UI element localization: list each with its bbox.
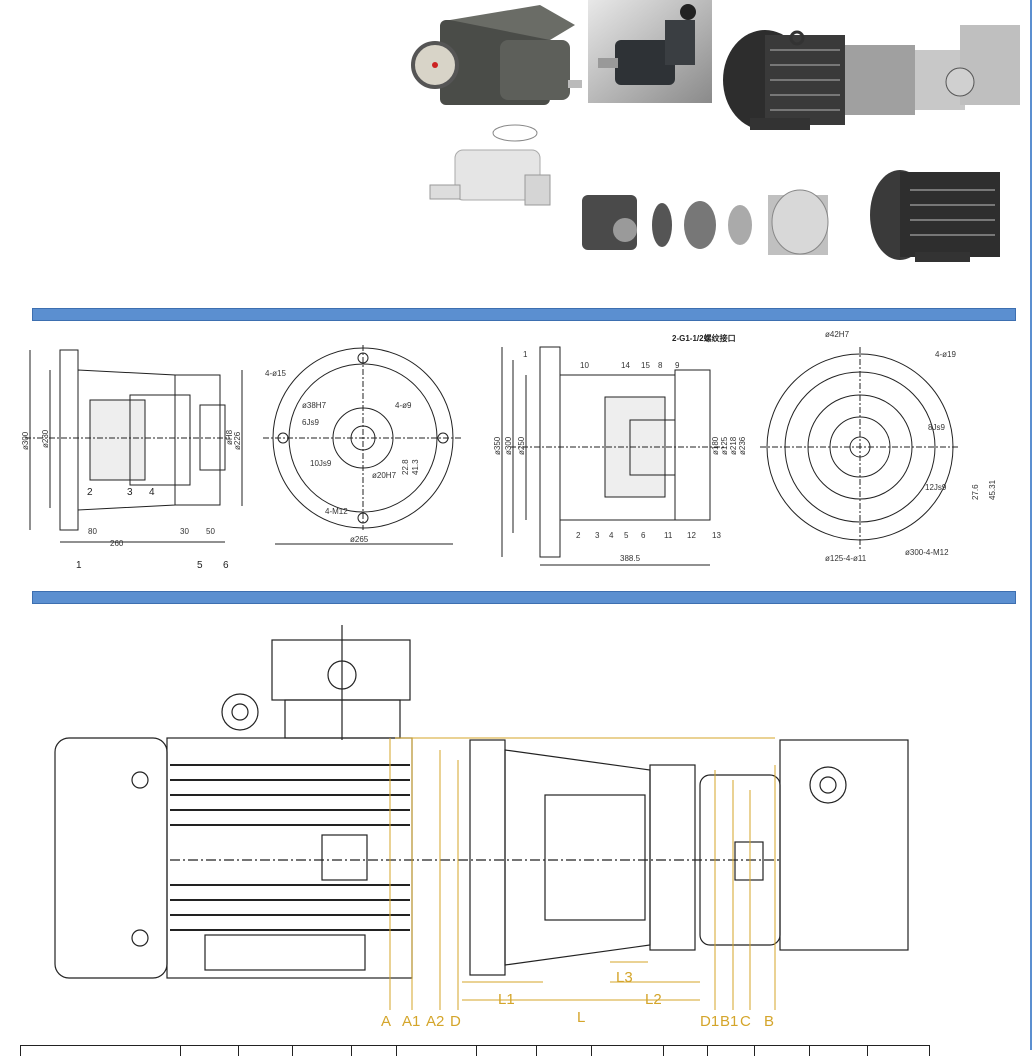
dim-label: 4-ø15 [265, 369, 286, 378]
dim-label: øH8 [225, 429, 234, 445]
dim-label-L2: L2 [645, 991, 662, 1008]
part-number: 6 [223, 560, 229, 571]
dim-label-C: C [740, 1013, 751, 1030]
section-divider-bar [32, 591, 1016, 604]
motor-pump-assembly-photo [723, 25, 1020, 130]
product-photos [411, 0, 1020, 262]
dim-label-L3: L3 [616, 969, 633, 986]
dim-label: 260 [110, 539, 124, 548]
dim-label: 80 [88, 527, 97, 536]
dim-label: 8Js9 [928, 423, 945, 432]
dim-label: ø226 [233, 431, 242, 450]
dim-label: ø265 [350, 535, 369, 544]
exploded-assembly-photo [582, 170, 1000, 262]
dim-label: 41.3 [411, 459, 420, 475]
dim-label-L1: L1 [498, 991, 515, 1008]
part-number: 2 [576, 531, 581, 540]
coupling-drawing-small: ø300 ø230 ø226 øH8 80 260 30 50 1 2 3 4 … [21, 345, 463, 571]
dim-label: ø350 [493, 436, 502, 455]
part-number: 6 [641, 531, 646, 540]
part-number: 3 [595, 531, 600, 540]
pump-with-handwheel-photo [588, 0, 712, 103]
dim-label-B: B [764, 1013, 774, 1030]
section-divider-bar [32, 308, 1016, 321]
dim-label: ø125-4-ø11 [825, 554, 867, 563]
dim-label-A: A [381, 1013, 391, 1030]
pump-line-drawing-photo [429, 124, 551, 206]
part-number: 4 [149, 487, 155, 498]
page-edge-line [1030, 0, 1032, 1050]
dim-label-L: L [577, 1009, 585, 1026]
part-number: 13 [712, 531, 721, 540]
dim-label: 27.6 [971, 484, 980, 500]
part-number: 8 [658, 361, 663, 370]
part-number: 10 [580, 361, 589, 370]
part-number: 4 [609, 531, 614, 540]
part-number: 12 [687, 531, 696, 540]
dim-label: ø300-4-M12 [905, 548, 949, 557]
pump-with-gauge-photo [411, 5, 582, 105]
dim-label: ø300 [21, 431, 30, 450]
dim-label: ø180 [711, 436, 720, 455]
drawing-title: 2-G1-1/2螺纹接口 [672, 333, 736, 343]
dim-label-A1: A1 [402, 1013, 420, 1030]
dim-label: ø236 [738, 436, 747, 455]
part-number: 11 [664, 531, 673, 540]
dim-label: ø42H7 [825, 330, 850, 339]
part-number: 3 [127, 487, 133, 498]
part-number: 9 [675, 361, 680, 370]
dim-label: ø38H7 [302, 401, 327, 410]
part-number: 1 [523, 350, 528, 359]
dim-label: 4-ø19 [935, 350, 956, 359]
dim-label: 45.31 [988, 479, 997, 500]
dim-label: 388.5 [620, 554, 641, 563]
dim-label-D: D [450, 1013, 461, 1030]
part-number: 5 [197, 560, 203, 571]
dim-label: ø230 [41, 429, 50, 448]
dim-label: 10Js9 [310, 459, 332, 468]
dim-label: ø250 [517, 436, 526, 455]
dim-label: 30 [180, 527, 189, 536]
dim-label: ø300 [504, 436, 513, 455]
dimension-table-header [20, 1045, 931, 1056]
part-number: 2 [87, 487, 93, 498]
dim-label: 22.8 [401, 459, 410, 475]
motor-pump-assembly-drawing: A A1 A2 D L1 L L3 L2 D1 B1 C B [54, 625, 909, 1030]
part-number: 1 [76, 560, 82, 571]
dim-label: ø20H7 [372, 471, 397, 480]
coupling-drawing-large: 2-G1-1/2螺纹接口 ø350 ø300 ø250 ø180 ø125 ø2… [493, 330, 997, 566]
dim-label: ø218 [729, 436, 738, 455]
dim-label: 4-ø9 [395, 401, 412, 410]
dim-label: 50 [206, 527, 215, 536]
part-number: 14 [621, 361, 630, 370]
dim-label-A2: A2 [426, 1013, 444, 1030]
dim-label-B1: B1 [720, 1013, 738, 1030]
dim-label: 4-M12 [325, 507, 348, 516]
dim-label-D1: D1 [700, 1013, 719, 1030]
part-number: 15 [641, 361, 650, 370]
part-number: 5 [624, 531, 629, 540]
dim-label: ø125 [720, 436, 729, 455]
dim-label: 12Js9 [925, 483, 947, 492]
dim-label: 6Js9 [302, 418, 319, 427]
